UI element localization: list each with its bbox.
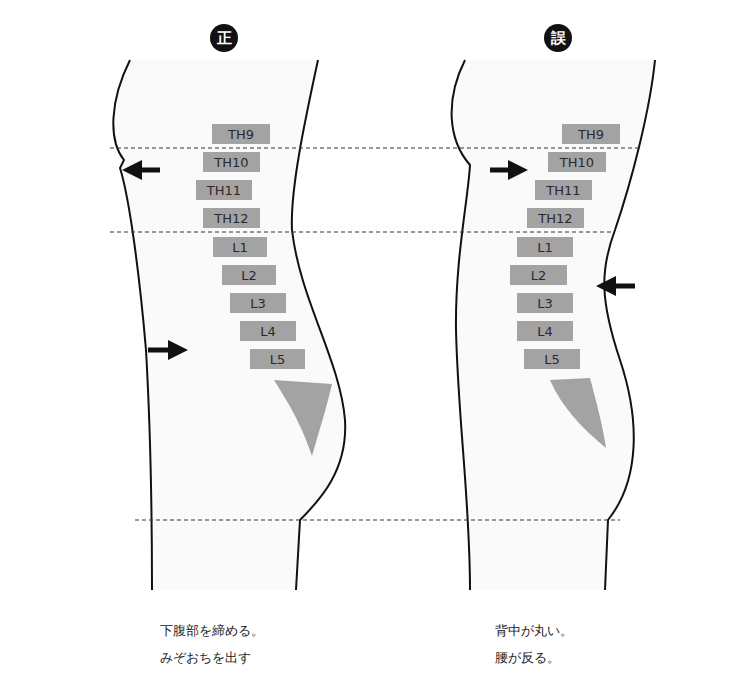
front-outline: [452, 60, 470, 590]
guide-line: [110, 232, 615, 233]
caption-note: 下腹部を締める。: [160, 624, 264, 637]
vertebra-box: L1: [213, 237, 267, 257]
vertebra-box: L3: [230, 293, 286, 313]
vertebra-label: L4: [260, 325, 276, 338]
force-arrow: [148, 348, 178, 353]
vertebra-box: L2: [222, 265, 276, 285]
vertebra-box: TH12: [527, 208, 584, 228]
vertebra-box: L5: [524, 349, 580, 369]
back-outline: [292, 60, 345, 590]
vertebra-box: L4: [517, 321, 573, 341]
vertebra-box: TH11: [196, 180, 252, 200]
guide-line: [110, 148, 640, 149]
vertebra-label: TH11: [546, 184, 580, 197]
vertebra-box: L4: [240, 321, 296, 341]
force-arrow: [132, 168, 160, 173]
verdict-text: 誤: [551, 31, 566, 46]
vertebra-label: TH12: [214, 212, 248, 225]
vertebra-label: L5: [270, 353, 286, 366]
vertebra-box: L2: [510, 265, 567, 285]
vertebra-box: TH12: [203, 208, 260, 228]
force-arrow: [490, 168, 518, 173]
vertebra-label: L1: [232, 241, 248, 254]
vertebra-label: TH11: [207, 184, 241, 197]
verdict-badge: 正: [210, 24, 238, 52]
vertebra-box: TH9: [562, 124, 620, 144]
vertebra-box: TH11: [535, 180, 592, 200]
vertebra-label: L4: [537, 325, 553, 338]
front-outline: [113, 60, 152, 590]
caption-note: 背中が丸い。: [495, 624, 573, 637]
vertebra-label: L3: [537, 297, 553, 310]
verdict-badge: 誤: [544, 24, 572, 52]
sacrum: [274, 380, 332, 456]
vertebra-box: L3: [517, 293, 573, 313]
vertebra-box: TH9: [212, 124, 270, 144]
vertebra-box: TH10: [548, 152, 606, 172]
vertebra-box: L1: [517, 237, 573, 257]
vertebra-label: L2: [241, 269, 257, 282]
vertebra-label: TH10: [214, 156, 248, 169]
vertebra-label: TH12: [538, 212, 572, 225]
guide-line: [135, 520, 620, 521]
caption-note: 腰が反る。: [495, 651, 560, 664]
force-arrow: [606, 284, 635, 289]
caption-note: みぞおちを出す: [160, 651, 251, 664]
vertebra-box: TH10: [203, 152, 260, 172]
vertebra-label: TH9: [228, 128, 254, 141]
verdict-text: 正: [217, 31, 232, 46]
vertebra-box: L5: [250, 349, 305, 369]
vertebra-label: TH10: [560, 156, 594, 169]
sacrum: [550, 378, 606, 448]
vertebra-label: L3: [250, 297, 266, 310]
vertebra-label: L5: [544, 353, 560, 366]
vertebra-label: TH9: [578, 128, 604, 141]
vertebra-label: L2: [531, 269, 547, 282]
vertebra-label: L1: [537, 241, 553, 254]
